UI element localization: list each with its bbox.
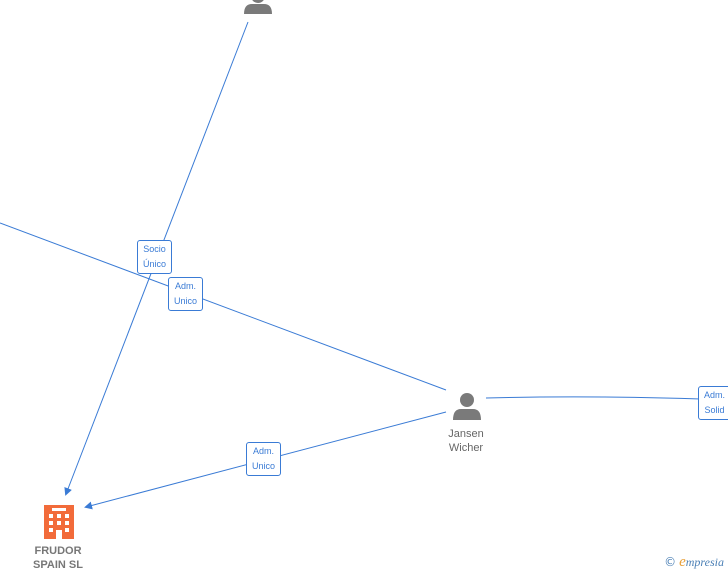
node-name-line2: SPAIN SL bbox=[33, 559, 83, 571]
edge-label-line2: Unico bbox=[174, 296, 198, 306]
edge-label-socio-unico[interactable]: Socio Único bbox=[137, 240, 173, 274]
edge-label-line2: Unico bbox=[252, 461, 276, 471]
edge-label-adm-unico-jansen[interactable]: Adm. Unico bbox=[246, 442, 282, 476]
node-name-line1: FRUDOR bbox=[34, 545, 82, 557]
node-label-jansen[interactable]: Jansen Wicher bbox=[430, 427, 502, 455]
brand-initial: e bbox=[679, 554, 686, 570]
person-icon[interactable] bbox=[244, 0, 272, 14]
edge-adm-solid bbox=[485, 396, 728, 401]
building-icon[interactable] bbox=[44, 505, 74, 539]
edge-label-line1: Socio bbox=[143, 244, 166, 254]
node-name-line1: Jansen bbox=[448, 428, 484, 440]
copyright-icon: © bbox=[664, 555, 677, 569]
edge-label-adm-solid[interactable]: Adm. Solid bbox=[698, 386, 728, 420]
edge-label-line2: Solid bbox=[704, 405, 725, 415]
brand-name: mpresia bbox=[685, 555, 724, 569]
edge-label-line1: Adm. bbox=[704, 390, 726, 400]
person-icon[interactable] bbox=[453, 393, 481, 420]
edge-label-adm-unico-left[interactable]: Adm. Unico bbox=[168, 277, 204, 311]
edge-label-line1: Adm. bbox=[175, 281, 197, 291]
edge-label-line2: Único bbox=[143, 259, 167, 269]
empresia-watermark: © empresia bbox=[664, 554, 724, 571]
node-label-frudor[interactable]: FRUDOR SPAIN SL bbox=[18, 544, 98, 572]
node-name-line2: Wicher bbox=[448, 442, 484, 454]
edge-label-line1: Adm. bbox=[253, 446, 275, 456]
edge-adm-unico-left bbox=[0, 222, 447, 391]
